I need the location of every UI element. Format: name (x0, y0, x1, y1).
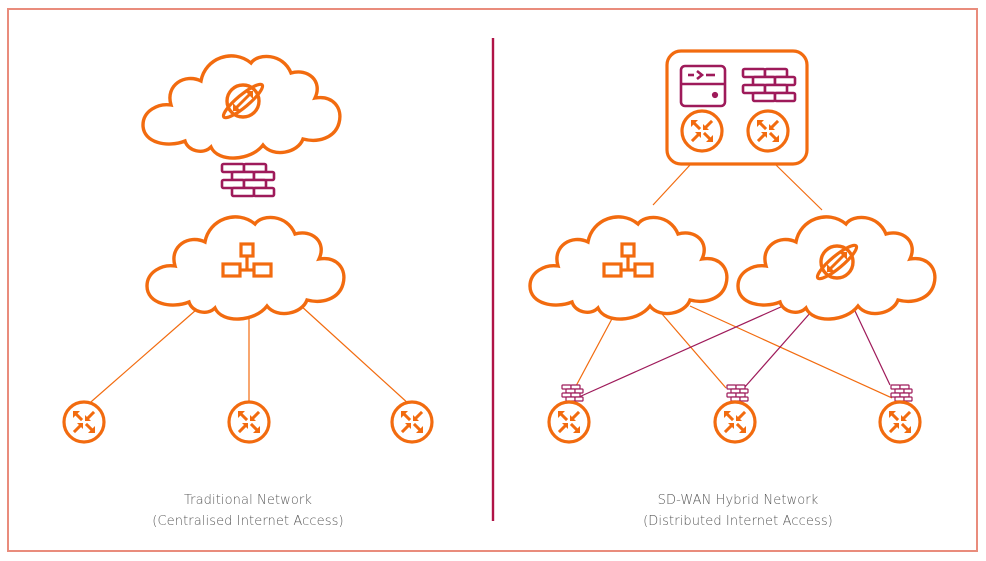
branch-firewall-icon (561, 384, 584, 402)
branch-router-2 (227, 400, 271, 444)
right-caption-title: SD-WAN Hybrid Network (657, 493, 819, 508)
branch-firewall-icon (890, 384, 913, 402)
hub-router-1-icon (680, 109, 724, 153)
left-caption: Traditional Network (Centralised Interne… (148, 490, 348, 532)
branch-firewall-icon (726, 384, 749, 402)
right-links (575, 164, 893, 399)
diagram-frame (7, 8, 978, 552)
router-arrows-icon (547, 400, 591, 444)
link-mpls-branch-1 (575, 314, 615, 387)
left-caption-title: Traditional Network (184, 493, 312, 508)
firewall-brick-icon (220, 162, 276, 198)
right-caption: SD-WAN Hybrid Network (Distributed Inter… (623, 490, 853, 532)
datacenter-hub (665, 49, 809, 166)
hub-router-2-icon (746, 109, 790, 153)
internet-cloud (141, 54, 342, 160)
link-internet-branch-1 (578, 305, 784, 398)
link-hub-mpls (652, 164, 691, 206)
mpls-cloud (145, 215, 346, 321)
branch-3 (878, 384, 922, 444)
left-links (83, 304, 411, 409)
router-arrows-icon (878, 400, 922, 444)
internet-cloud (736, 215, 937, 321)
link-internet-branch-3 (854, 310, 891, 386)
right-panel (528, 49, 937, 444)
link-mpls-branch-3 (689, 305, 893, 399)
link-internet-branch-2 (743, 311, 812, 389)
branch-router-3 (390, 400, 434, 444)
link-mpls-router-1 (83, 309, 197, 409)
left-panel (62, 54, 434, 444)
mpls-cloud (528, 215, 729, 321)
left-caption-subtitle: (Centralised Internet Access) (152, 514, 344, 529)
branch-2 (713, 384, 757, 444)
right-caption-subtitle: (Distributed Internet Access) (643, 514, 833, 529)
router-arrows-icon (713, 400, 757, 444)
link-hub-internet (775, 164, 823, 211)
link-mpls-router-3 (299, 304, 411, 406)
branch-router-1 (62, 400, 106, 444)
branch-1 (547, 384, 591, 444)
